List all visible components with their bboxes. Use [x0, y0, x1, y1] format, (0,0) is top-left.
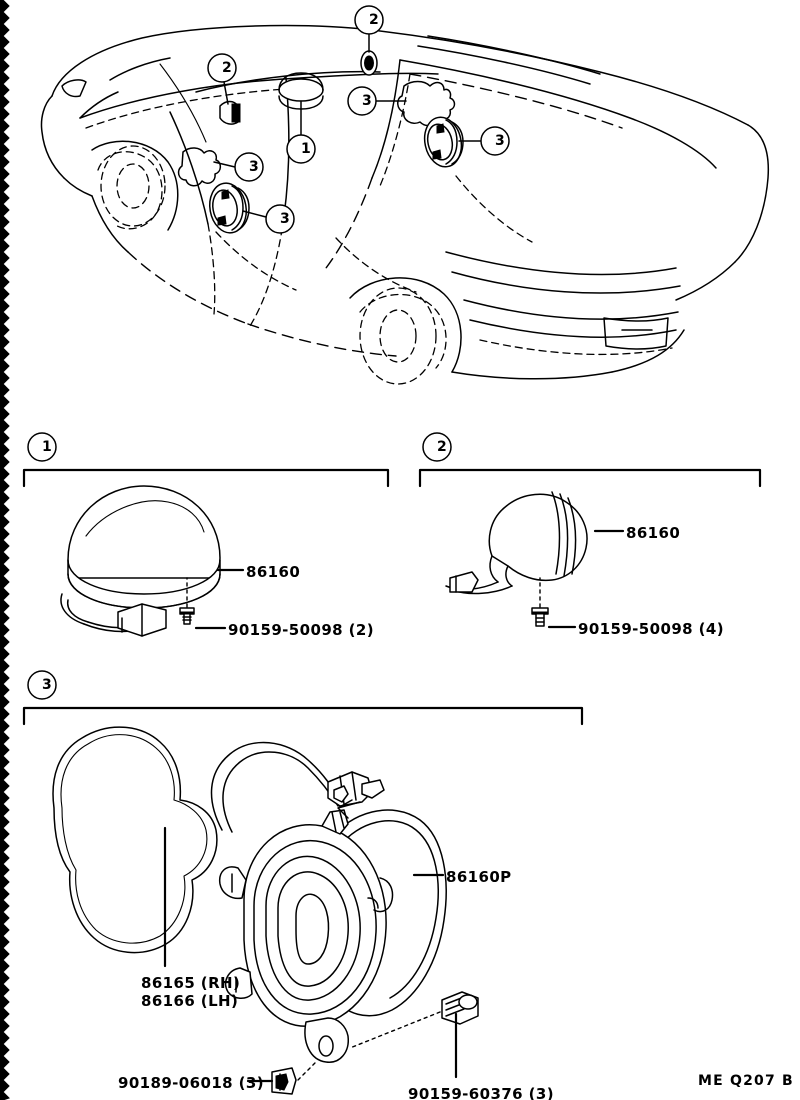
part-number-86160P: 86160P [446, 868, 512, 886]
part-number-86165-rh: 86165 (RH) [141, 974, 241, 992]
part-number-86160-panel2: 86160 [626, 524, 681, 542]
part-number-90159-50098-2: 90159-50098 (2) [228, 621, 374, 639]
panel-3-illustration [52, 726, 479, 1095]
part-number-90159-50098-4: 90159-50098 (4) [578, 620, 724, 638]
car-part-tweeter-top [360, 50, 378, 76]
panel-3-baffle-plate [52, 726, 218, 954]
car-part-speaker-left [208, 182, 250, 234]
part-number-86160-panel1: 86160 [246, 563, 301, 581]
panel-3-speaker-body [218, 799, 447, 1063]
sawtooth-left-border [0, 0, 10, 1100]
callout-label: 3 [495, 133, 505, 149]
sheet-code-footer: ME Q207 B [698, 1073, 794, 1089]
car-part-tweeter-pillar [219, 100, 241, 125]
callout-label: 3 [362, 93, 372, 109]
vehicle-outline-illustration [40, 5, 770, 385]
panel-1-bolt [179, 607, 195, 625]
part-number-86166-lh: 86166 (LH) [141, 992, 239, 1010]
callout-label: 3 [280, 211, 290, 227]
panel-brackets [22, 432, 762, 726]
panel-1-illustration [60, 485, 245, 637]
panel-3-nut [441, 991, 479, 1025]
callout-label: 1 [301, 141, 311, 157]
part-number-90159-60376-3: 90159-60376 (3) [408, 1085, 554, 1100]
callout-leaders-vehicle [207, 5, 510, 234]
panel-number-label: 3 [42, 677, 52, 693]
panel-number-label: 2 [437, 439, 447, 455]
panel-2-bolt [531, 607, 549, 627]
callout-label: 2 [369, 12, 379, 28]
panel-3-screw [271, 1067, 297, 1095]
part-number-90189-06018-3: 90189-06018 (3) [118, 1074, 264, 1092]
panel-2-illustration [445, 491, 625, 629]
panel-3-wire-harness [210, 741, 385, 833]
car-part-speaker-right [423, 116, 464, 168]
car-part-baffle-left [177, 147, 222, 187]
callout-label: 3 [249, 159, 259, 175]
panel-number-label: 1 [42, 439, 52, 455]
callout-label: 2 [222, 60, 232, 76]
car-part-baffle-upper [397, 80, 456, 127]
